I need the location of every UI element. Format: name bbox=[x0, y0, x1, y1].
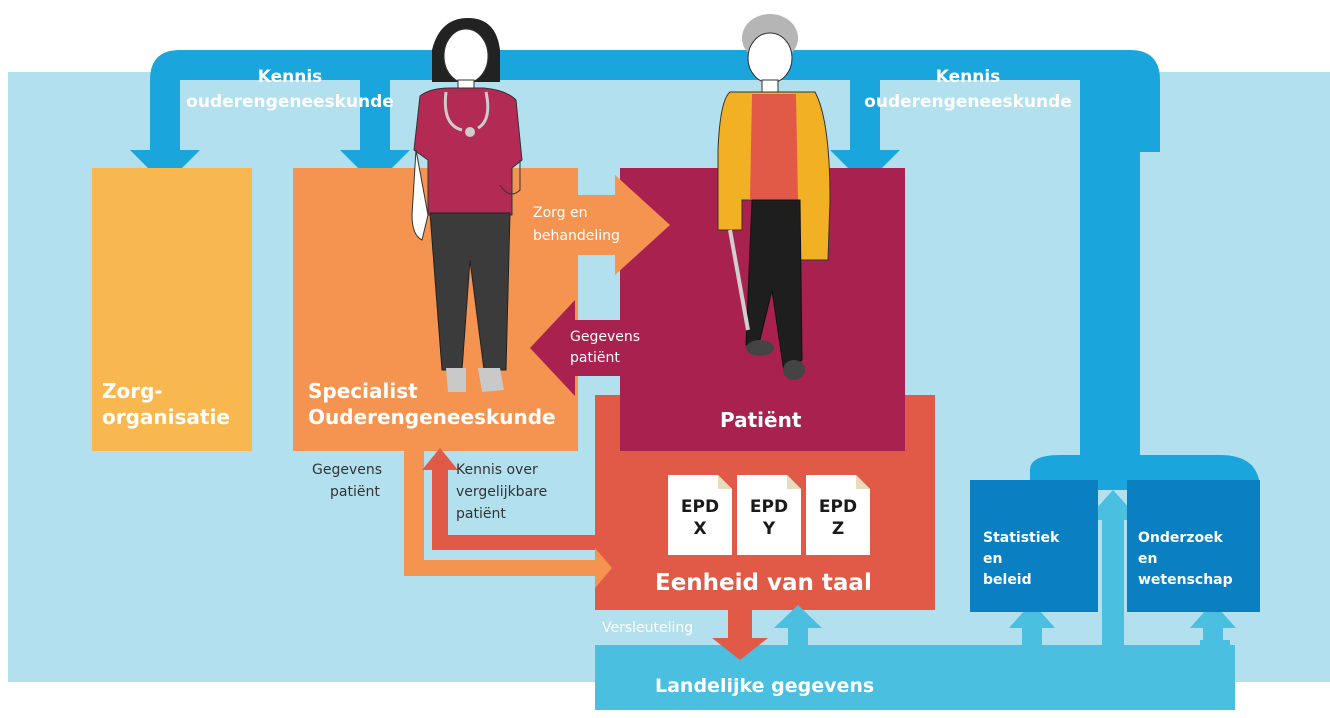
arrow-gegevens-patient bbox=[530, 300, 620, 396]
knowledge-right-band bbox=[1030, 80, 1260, 490]
eenheid-label: Eenheid van taal bbox=[655, 570, 872, 596]
zorgorganisatie-block bbox=[92, 168, 252, 451]
statistiek-label-2: en bbox=[983, 551, 1002, 567]
kennis-left-label-2: ouderengeneeskunde bbox=[186, 92, 394, 112]
knowledge-arrow-band bbox=[150, 50, 1160, 152]
epd-y-line1: EPD bbox=[750, 497, 788, 517]
onderzoek-label-2: en bbox=[1138, 551, 1157, 567]
epd-document-z: EPD Z bbox=[806, 475, 870, 555]
patient-figure bbox=[717, 14, 831, 380]
epd-document-y: EPD Y bbox=[737, 475, 801, 555]
statistiek-box bbox=[970, 480, 1098, 612]
epd-x-line1: EPD bbox=[681, 497, 719, 517]
arrow-down-patient bbox=[830, 80, 900, 185]
arrow-up-onderzoek bbox=[1190, 602, 1236, 645]
kennis-over-label-1: Kennis over bbox=[456, 462, 538, 478]
nurse-figure bbox=[411, 18, 523, 392]
arrow-eenheid-to-specialist bbox=[422, 448, 595, 550]
landelijke-band-left bbox=[595, 645, 1235, 710]
epd-z-line1: EPD bbox=[819, 497, 857, 517]
kennis-over-label-2: vergelijkbare bbox=[456, 484, 547, 500]
epd-y-line2: Y bbox=[762, 519, 776, 539]
arrow-down-zorgorganisatie bbox=[130, 110, 200, 185]
gegevens-patient-label-1: Gegevens bbox=[570, 329, 640, 345]
epd-document-x: EPD X bbox=[668, 475, 732, 555]
zorg-behandeling-label-1: Zorg en bbox=[533, 205, 588, 221]
arrow-up-statistiek bbox=[1009, 602, 1055, 645]
versleuteling-label: Versleuteling bbox=[602, 620, 693, 636]
onderzoek-label-3: wetenschap bbox=[1138, 572, 1233, 588]
zorgorganisatie-label-1: Zorg- bbox=[102, 379, 163, 403]
gegevens-patient-left-2: patiënt bbox=[330, 484, 380, 500]
specialist-label-1: Specialist bbox=[308, 379, 418, 403]
kennis-left-label-1: Kennis bbox=[258, 67, 323, 87]
statistiek-label-3: beleid bbox=[983, 572, 1032, 588]
onderzoek-box bbox=[1127, 480, 1260, 612]
landelijke-label: Landelijke gegevens bbox=[655, 675, 874, 697]
arrow-up-central bbox=[1086, 490, 1140, 645]
epd-z-line2: Z bbox=[832, 519, 844, 539]
gegevens-patient-left-1: Gegevens bbox=[312, 462, 382, 478]
zorg-behandeling-label-2: behandeling bbox=[533, 228, 620, 244]
gegevens-patient-label-2: patiënt bbox=[570, 350, 620, 366]
patient-label: Patiënt bbox=[720, 408, 802, 432]
onderzoek-label-1: Onderzoek bbox=[1138, 530, 1224, 546]
arrow-zorg-behandeling bbox=[578, 175, 670, 275]
kennis-right-label-2: ouderengeneeskunde bbox=[864, 92, 1072, 112]
zorgorganisatie-label-2: organisatie bbox=[102, 405, 230, 429]
arrow-landelijke-to-eenheid bbox=[774, 605, 822, 648]
arrow-specialist-to-eenheid bbox=[404, 451, 612, 588]
kennis-right-label-1: Kennis bbox=[936, 67, 1001, 87]
arrow-down-specialist bbox=[340, 80, 410, 185]
kennis-over-label-3: patiënt bbox=[456, 506, 506, 522]
statistiek-label-1: Statistiek bbox=[983, 530, 1060, 546]
specialist-label-2: Ouderengeneeskunde bbox=[308, 405, 556, 429]
epd-x-line2: X bbox=[693, 519, 706, 539]
arrow-versleuteling bbox=[712, 610, 768, 660]
